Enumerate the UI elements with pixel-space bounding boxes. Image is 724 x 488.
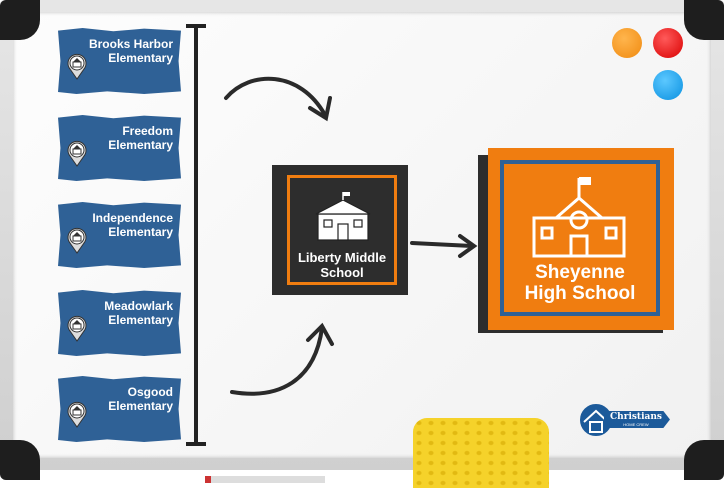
- bracket-tick: [186, 24, 206, 28]
- christians-home-crew-logo: Christians HOME CREW: [578, 402, 670, 438]
- school-name-line1: Freedom: [122, 124, 173, 138]
- arrow-right: [410, 241, 474, 248]
- orange-magnet: [612, 28, 642, 58]
- school-location-pin-icon: [67, 53, 87, 80]
- school-name-line2: Elementary: [108, 138, 173, 152]
- school-name-line1: Meadowlark: [104, 299, 173, 313]
- logo-name: Christians: [610, 412, 662, 422]
- high-school-name-line1: Sheyenne: [535, 262, 625, 283]
- bracket-tick: [186, 442, 206, 446]
- frame-corner: [684, 440, 724, 480]
- school-name-line2: Elementary: [108, 51, 173, 65]
- bracket-line: [194, 25, 198, 445]
- school-name-line2: Elementary: [108, 225, 173, 239]
- school-name-line2: Elementary: [108, 399, 173, 413]
- high-school-name-line2: High School: [524, 283, 636, 304]
- school-name-line1: Independence: [92, 211, 173, 225]
- school-location-pin-icon: [67, 401, 87, 428]
- arrow-top: [224, 76, 327, 117]
- school-name-line1: Brooks Harbor: [88, 37, 173, 51]
- marker: [205, 476, 325, 483]
- middle-school-name-line2: School: [320, 265, 364, 280]
- school-location-pin-icon: [67, 140, 87, 167]
- frame-corner: [0, 0, 40, 40]
- school-building-icon: [532, 177, 626, 258]
- school-name-line2: Elementary: [108, 313, 173, 327]
- school-location-pin-icon: [67, 227, 87, 254]
- blue-magnet: [653, 70, 683, 100]
- frame-corner: [684, 0, 724, 40]
- frame-corner: [0, 440, 40, 480]
- logo-tagline: HOME CREW: [623, 422, 649, 427]
- school-name-line1: Osgood: [127, 385, 173, 399]
- eraser-sponge: [413, 418, 549, 488]
- red-magnet: [653, 28, 683, 58]
- arrow-bottom: [230, 326, 324, 396]
- school-location-pin-icon: [67, 315, 87, 342]
- high-school-frame: Sheyenne High School: [500, 160, 660, 316]
- middle-school-frame: Liberty Middle School: [287, 175, 397, 285]
- school-building-icon: [315, 192, 371, 241]
- middle-school-name-line1: Liberty Middle: [297, 250, 387, 265]
